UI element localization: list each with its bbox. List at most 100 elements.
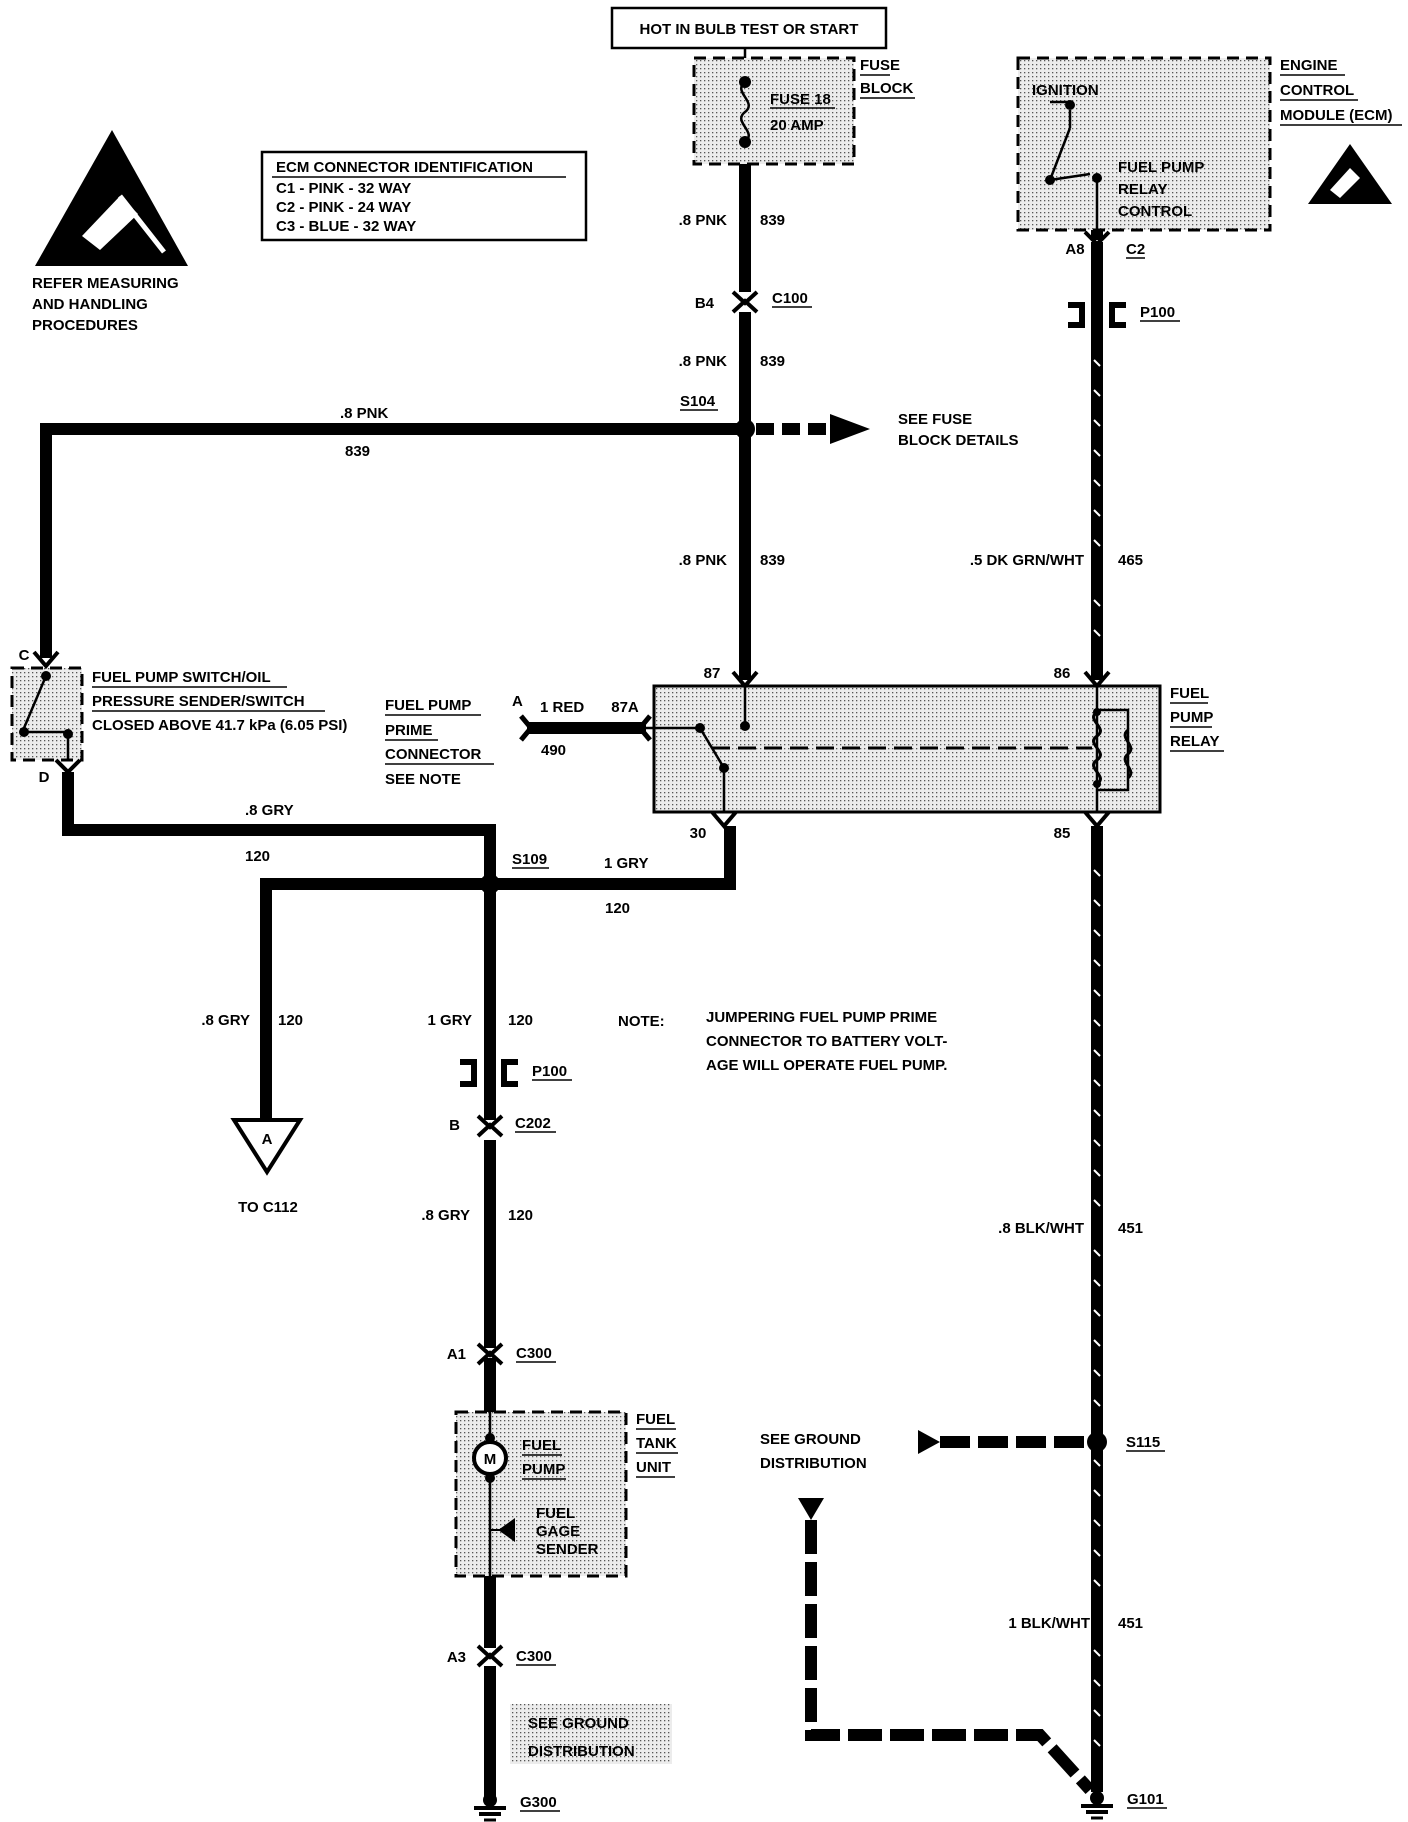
fuse-name: FUSE 18 [770,91,831,108]
wire-gry-120-offpage [260,878,490,1122]
relay-pin-87: 87 [704,665,721,682]
fuse-block [692,56,856,166]
ecm-label-3: MODULE (ECM) [1280,107,1393,124]
blkwht-circuit-1: 451 [1118,1220,1143,1237]
gry-size-1: .8 GRY [245,802,294,819]
ecm-connector: C2 [1126,241,1145,258]
wire-blkwht-stripes [1093,869,1101,1747]
tank-label-3: UNIT [636,1459,671,1476]
ecm-relay-driver-switch-icon [1048,127,1072,181]
grnwht-circuit: 465 [1118,552,1143,569]
relay-pin-85: 85 [1054,825,1071,842]
power-source-label: HOT IN BULB TEST OR START [640,21,859,38]
gry-circuit-3: 120 [278,1012,303,1029]
fuse-block-label-2: BLOCK [860,80,913,97]
relay-pin-30: 30 [690,825,707,842]
gage-label-1: FUEL [536,1505,575,1522]
c100-pin: B4 [695,295,715,312]
prime-line-1: FUEL PUMP [385,697,471,714]
esd-line-3: PROCEDURES [32,317,138,334]
ecm-module [1016,56,1272,232]
pnk-size-3: .8 PNK [679,552,728,569]
ecm-relay-ctrl-3: CONTROL [1118,203,1192,220]
ecm-label-1: ENGINE [1280,57,1338,74]
c202-label: C202 [515,1115,551,1132]
c300-a1-label: C300 [516,1345,552,1362]
p100-right-label: P100 [1140,304,1175,321]
p100-left-label: P100 [532,1063,567,1080]
gry-circuit-4: 120 [508,1012,533,1029]
gage-label-2: GAGE [536,1523,580,1540]
prime-line-3: CONNECTOR [385,746,482,763]
wire-gry-120-top [62,772,496,884]
fuel-tank-unit [454,1410,628,1578]
tank-label-1: FUEL [636,1411,675,1428]
see-fuse-arrowhead-icon [830,414,870,444]
blkwht-size-2: 1 BLK/WHT [1008,1615,1090,1632]
pnk-size-2: .8 PNK [679,353,728,370]
gage-label-3: SENDER [536,1541,599,1558]
c300-a1-pin: A1 [447,1346,466,1363]
wire-gry-120-relay30 [490,826,736,890]
tank-label-2: TANK [636,1435,677,1452]
see-fuse-line-1: SEE FUSE [898,411,972,428]
esd-line-1: REFER MEASURING [32,275,179,292]
s115-splice [1087,1432,1107,1452]
c100-label: C100 [772,290,808,307]
ground-dist-arrow-icon [798,1498,824,1520]
offpage-connector-icon [230,1118,304,1176]
ecm-connector-id-row-2: C2 - PINK - 24 WAY [276,199,411,216]
wire-grnwht-stripes [1093,359,1101,637]
g101-label: G101 [1127,1791,1164,1808]
grnwht-size: .5 DK GRN/WHT [970,552,1084,569]
s115-label: S115 [1126,1434,1160,1451]
c300-a1-connector-icon [476,1342,504,1366]
pnk-size-1: .8 PNK [679,212,728,229]
prime-line-2: PRIME [385,722,433,739]
p100-connector-right-icon [1068,302,1126,328]
pnk-size-4: .8 PNK [340,405,389,422]
relay-label-1: FUEL [1170,685,1209,702]
fuel-pump-switch [10,666,84,762]
switch-pin-d: D [39,769,50,786]
c300-a3-label: C300 [516,1648,552,1665]
s104-label: S104 [680,393,716,410]
gry-size-4: 1 GRY [428,1012,472,1029]
pnk-circuit-4: 839 [345,443,370,460]
power-source-box [610,6,888,50]
pnk-circuit-3: 839 [760,552,785,569]
prime-pin-a: A [512,693,523,710]
blkwht-size-1: .8 BLK/WHT [998,1220,1084,1237]
relay-label-2: PUMP [1170,709,1213,726]
switch-line-2: PRESSURE SENDER/SWITCH [92,693,305,710]
ecm-connector-id-row-1: C1 - PINK - 32 WAY [276,180,411,197]
gry-circuit-2: 120 [605,900,630,917]
ground-dist-left-1: SEE GROUND [528,1715,629,1732]
switch-pin-c: C [19,647,30,664]
gry-circuit-5: 120 [508,1207,533,1224]
ecm-connector-id-box [260,150,588,242]
ecm-connector-id-row-3: C3 - BLUE - 32 WAY [276,218,416,235]
switch-line-3: CLOSED ABOVE 41.7 kPa (6.05 PSI) [92,717,347,734]
gry-circuit-1: 120 [245,848,270,865]
relay-diode-resistor-icon [1123,728,1133,780]
pump-label-1: FUEL [522,1437,561,1454]
ground-g300-icon [474,1793,506,1822]
ground-branch-wire [805,1520,1095,1795]
ground-dist-right-1: SEE GROUND [760,1431,861,1448]
prime-line-4: SEE NOTE [385,771,461,788]
ground-dist-right-2: DISTRIBUTION [760,1455,867,1472]
relay-coil-icon [1092,710,1102,786]
ground-dist-left-2: DISTRIBUTION [528,1743,635,1760]
p100-connector-left-icon [460,1059,518,1087]
note-title: NOTE: [618,1013,665,1030]
relay-pin-87a: 87A [611,699,639,716]
ground-dist-panel-left [510,1704,672,1764]
gry-size-2: 1 GRY [604,855,648,872]
offpage-letter: A [262,1131,273,1148]
esd-warning-icon [35,130,188,266]
s104-splice [735,419,755,439]
fuse-icon [740,81,750,143]
fuse-rating: 20 AMP [770,117,824,134]
pump-label-2: PUMP [522,1461,565,1478]
